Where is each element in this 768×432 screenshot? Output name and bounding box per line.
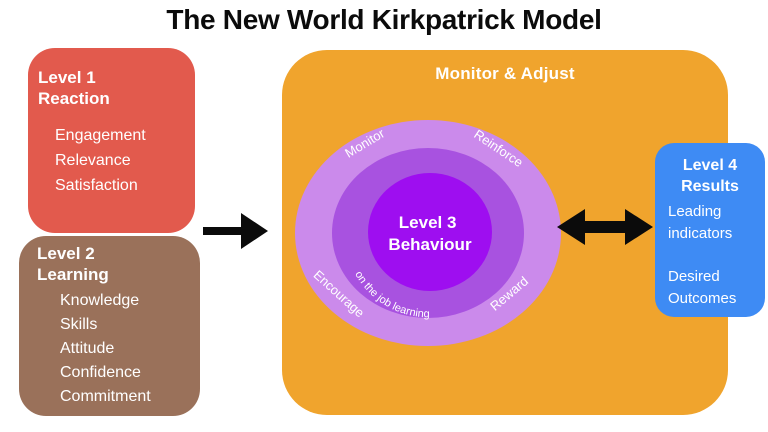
- level2-learning-box: Level 2 Learning Knowledge Skills Attitu…: [19, 236, 200, 416]
- level1-reaction-box: Level 1 Reaction Engagement Relevance Sa…: [28, 48, 195, 233]
- level4-item-leading: Leading indicators: [668, 203, 733, 242]
- flow-arrow-right-icon: [203, 213, 268, 249]
- core-label: Level 3 Behaviour: [388, 213, 472, 254]
- flow-arrow-double-icon: [557, 209, 653, 245]
- diagram-title: The New World Kirkpatrick Model: [166, 4, 602, 35]
- level2-heading-line2: Learning: [37, 265, 109, 284]
- level4-results-box: Level 4 Results Leading indicators Desir…: [655, 143, 765, 317]
- level2-heading: Level 2 Learning: [37, 243, 194, 285]
- monitor-adjust-banner: Monitor & Adjust: [435, 64, 575, 83]
- core-label-line1: Level 3: [399, 213, 457, 232]
- list-item: Confidence: [60, 364, 141, 381]
- level4-heading: Level 4 Results: [668, 155, 752, 197]
- list-item: Skills: [60, 316, 98, 333]
- level4-heading-line1: Level 4: [682, 157, 738, 174]
- list-item: Relevance: [55, 152, 131, 169]
- core-label-line2: Behaviour: [388, 235, 472, 254]
- level1-list: Engagement Relevance Satisfaction: [38, 123, 187, 198]
- list-item: Commitment: [60, 388, 151, 405]
- core-circle: [368, 173, 492, 291]
- list-item: Knowledge: [60, 292, 140, 309]
- level1-heading-line2: Reaction: [38, 89, 110, 108]
- level1-heading-line1: Level 1: [38, 68, 96, 87]
- level4-heading-line2: Results: [681, 178, 739, 195]
- behaviour-rings-svg: Level 3 Behaviour Monitor Reinforce Enco…: [295, 120, 561, 346]
- list-item: Satisfaction: [55, 177, 138, 194]
- list-item: Attitude: [60, 340, 115, 357]
- level2-list: Knowledge Skills Attitude Confidence Com…: [37, 289, 194, 409]
- monitor-adjust-panel: Monitor & Adjust Level 3 Behaviour Monit…: [282, 50, 728, 415]
- level4-item-desired: Desired Outcomes: [668, 268, 737, 307]
- list-item: Engagement: [55, 127, 146, 144]
- level2-heading-line1: Level 2: [37, 244, 95, 263]
- level1-heading: Level 1 Reaction: [38, 67, 187, 109]
- level4-gap: [668, 245, 759, 266]
